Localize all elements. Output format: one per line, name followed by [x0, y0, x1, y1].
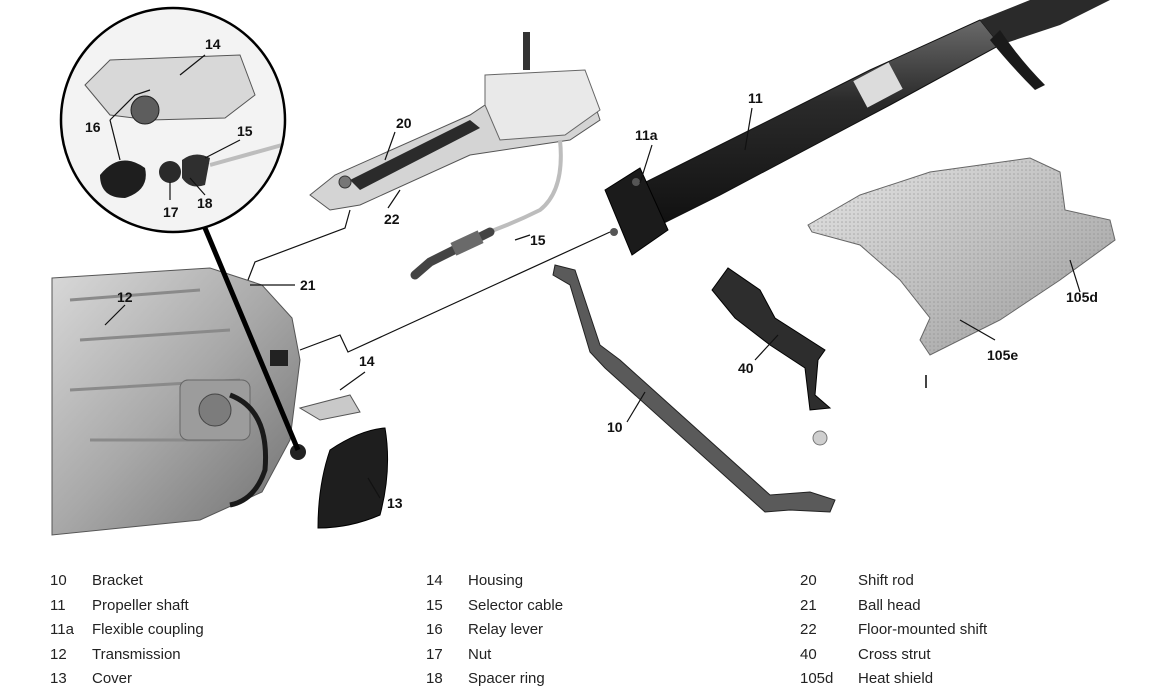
legend-row: 40 Cross strut: [800, 646, 987, 671]
legend-row: 13 Cover: [50, 670, 204, 695]
legend-description: Selector cable: [468, 596, 564, 614]
legend-row: 22 Floor-mounted shift: [800, 621, 987, 646]
legend-description: Flexible coupling: [92, 621, 204, 638]
legend-description: Transmission: [92, 645, 181, 663]
shift-rod: [350, 120, 480, 190]
legend-code: 13: [50, 670, 67, 687]
legend-code: 22: [800, 621, 817, 638]
legend-code: 20: [800, 572, 817, 589]
callout-12: 12: [117, 289, 133, 305]
callout-14: 14: [359, 353, 375, 369]
propeller-shaft: [639, 0, 1110, 226]
callout-15-inset: 15: [237, 123, 253, 139]
legend-description: Housing: [468, 572, 524, 589]
legend-description: Ball head: [858, 596, 921, 614]
leader-lines: [104, 54, 1081, 499]
legend-code: 10: [50, 572, 67, 589]
legend-code: 11: [50, 596, 66, 614]
legend-row: 18 Spacer ring: [426, 670, 563, 695]
legend-row: 11 Propeller shaft: [50, 597, 204, 622]
legend-code: 18: [426, 670, 443, 687]
legend-row: 10 Bracket: [50, 572, 204, 597]
callout-21: 21: [300, 277, 316, 293]
legend-code: 15: [426, 596, 443, 614]
flexible-coupling: [604, 167, 669, 256]
detail-inset: [59, 6, 287, 234]
legend-row: 16 Relay lever: [426, 621, 563, 646]
callout-18: 18: [197, 195, 213, 211]
legend-code: 16: [426, 621, 443, 638]
callout-15: 15: [530, 232, 546, 248]
legend-row: 17 Nut: [426, 646, 563, 671]
callout-13: 13: [387, 495, 403, 511]
legend-column-3: 20 Shift rod 21 Ball head 22 Floor-mounted …: [800, 572, 987, 695]
legend-row: 12 Transmission: [50, 646, 204, 671]
legend-row: 105d Heat shield: [800, 670, 987, 695]
parts-legend: 10 Bracket 11 Propeller shaft 11a Flexible …: [0, 572, 1168, 692]
inset-pointer-line: [202, 227, 301, 451]
legend-description: Shift rod: [858, 572, 914, 589]
legend-code: 105d: [800, 670, 834, 687]
legend-code: 40: [800, 645, 817, 663]
legend-description: Propeller shaft: [92, 596, 189, 614]
callout-10: 10: [607, 419, 623, 435]
legend-description: Heat shield: [858, 670, 934, 687]
cover: [317, 427, 389, 529]
floor-mounted-shift: [309, 32, 601, 211]
exploded-parts-diagram: 14 16 15 17 18 20 22 15 11a 11 105d 105e…: [51, 0, 1116, 536]
legend-description: Bracket: [92, 572, 143, 589]
fastener: [812, 430, 828, 446]
cross-strut: [711, 267, 832, 411]
callout-16: 16: [85, 119, 101, 135]
selector-cable: [410, 139, 563, 280]
legend-row: 20 Shift rod: [800, 572, 987, 597]
legend-code: 11a: [50, 621, 74, 638]
callout-14-inset: 14: [205, 36, 221, 52]
bracket: [552, 264, 836, 513]
callout-22: 22: [384, 211, 400, 227]
legend-description: Relay lever: [468, 621, 544, 638]
legend-description: Floor-mounted shift: [858, 621, 988, 638]
legend-description: Cross strut: [858, 645, 931, 663]
callout-17: 17: [163, 204, 179, 220]
legend-row: 21 Ball head: [800, 597, 987, 622]
callout-105e: 105e: [987, 347, 1018, 363]
legend-code: 14: [426, 572, 443, 589]
legend-column-1: 10 Bracket 11 Propeller shaft 11a Flexible …: [50, 572, 204, 695]
transmission: [51, 267, 306, 536]
legend-row: 15 Selector cable: [426, 597, 563, 622]
legend-code: 21: [800, 596, 817, 614]
callout-105d: 105d: [1066, 289, 1098, 305]
legend-description: Nut: [468, 645, 492, 663]
legend-column-2: 14 Housing 15 Selector cable 16 Relay lever…: [426, 572, 563, 695]
housing: [298, 394, 361, 421]
callout-11a: 11a: [635, 127, 658, 143]
callout-11: 11: [748, 90, 763, 106]
callout-20: 20: [396, 115, 412, 131]
callout-40: 40: [738, 360, 754, 376]
legend-row: 11a Flexible coupling: [50, 621, 204, 646]
legend-description: Spacer ring: [468, 670, 545, 687]
legend-row: 14 Housing: [426, 572, 563, 597]
legend-code: 17: [426, 645, 443, 663]
legend-description: Cover: [92, 670, 133, 687]
legend-code: 12: [50, 645, 67, 663]
heat-shield: [807, 157, 1116, 356]
